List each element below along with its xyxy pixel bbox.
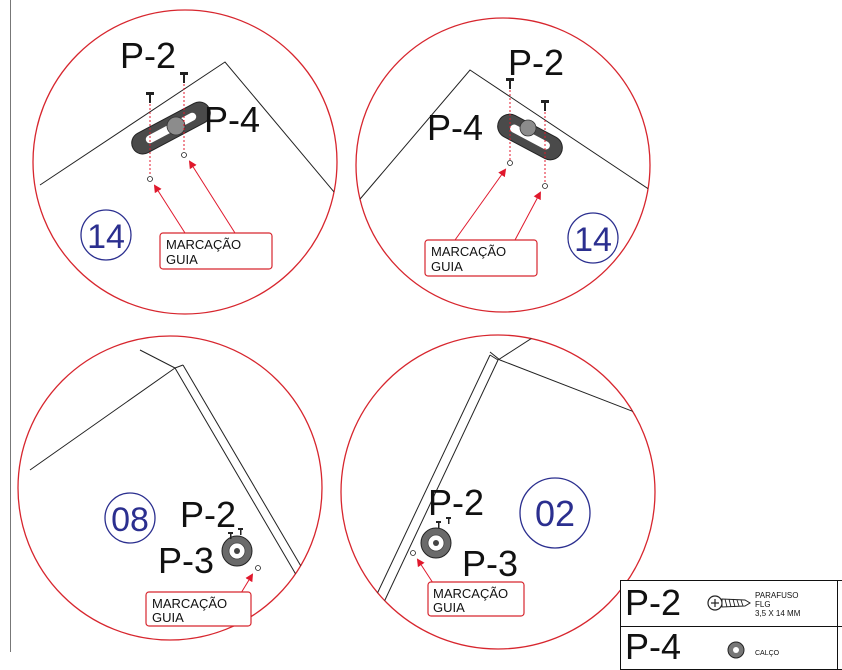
guide-arrow bbox=[153, 184, 186, 234]
screw-icon bbox=[506, 78, 514, 89]
legend-name-2: CALÇO bbox=[755, 650, 780, 657]
screw-icon bbox=[228, 528, 243, 539]
parts-legend: P-2 PARAFUSO FLG 3,5 X 14 MM ( P-4 CALÇO bbox=[620, 580, 842, 670]
detail-panel-4: P-2 P-3 02 MARCAÇÃO GUIA bbox=[340, 334, 656, 650]
shim-part bbox=[420, 527, 452, 559]
callout-box bbox=[159, 232, 273, 270]
part-label-top: P-2 bbox=[120, 35, 176, 76]
hole-mark bbox=[181, 152, 187, 158]
callout-line1: MARCAÇÃO bbox=[431, 244, 506, 259]
hole-mark bbox=[255, 565, 261, 571]
step-number-ring bbox=[104, 492, 156, 544]
shim-icon bbox=[727, 641, 745, 659]
hole-mark bbox=[410, 550, 416, 556]
callout-line1: MARCAÇÃO bbox=[433, 586, 508, 601]
callout-box bbox=[145, 591, 252, 627]
part-label-top: P-2 bbox=[508, 42, 564, 83]
guide-arrow bbox=[188, 160, 236, 234]
hole-mark bbox=[542, 183, 548, 189]
callout-line2: GUIA bbox=[431, 259, 463, 274]
screw-icon bbox=[436, 517, 451, 528]
detail-circle bbox=[32, 9, 338, 315]
part-label-side: P-3 bbox=[158, 540, 214, 581]
furniture-edges bbox=[39, 61, 337, 206]
step-number-ring bbox=[80, 209, 132, 261]
assembly-diagram: P-2 P-4 14 MARCAÇÃO GUIA P-2 bbox=[17, 9, 656, 650]
furniture-edges bbox=[29, 349, 313, 591]
guide-arrow bbox=[454, 168, 507, 241]
legend-type: FLG bbox=[755, 600, 771, 609]
guide-arrow bbox=[514, 191, 541, 241]
legend-code: P-2 bbox=[625, 582, 682, 623]
furniture-edges bbox=[356, 69, 650, 206]
detail-circle bbox=[355, 17, 651, 313]
legend-size: 3,5 X 14 MM bbox=[755, 609, 801, 618]
part-label-side: P-3 bbox=[462, 543, 518, 584]
part-label-top: P-2 bbox=[428, 482, 484, 523]
hole-mark bbox=[147, 176, 153, 182]
bracket-part bbox=[131, 101, 211, 155]
detail-panel-3: P-2 P-3 08 MARCAÇÃO GUIA bbox=[17, 335, 323, 641]
step-number-ring bbox=[519, 477, 591, 549]
legend-row-screw bbox=[621, 581, 842, 627]
screw-icon bbox=[146, 92, 154, 103]
shim-part bbox=[221, 535, 253, 567]
part-label-side: P-4 bbox=[204, 99, 260, 140]
screw-icon bbox=[541, 100, 549, 111]
callout-line1: MARCAÇÃO bbox=[166, 237, 241, 252]
screw-icon bbox=[180, 72, 188, 83]
callout-line2: GUIA bbox=[152, 610, 184, 625]
detail-panel-1: P-2 P-4 14 MARCAÇÃO GUIA bbox=[32, 9, 338, 315]
callout-box bbox=[424, 239, 538, 277]
step-number: 02 bbox=[535, 493, 575, 534]
part-label-side: P-4 bbox=[427, 107, 483, 148]
callout-line2: GUIA bbox=[166, 252, 198, 267]
step-number: 14 bbox=[87, 218, 125, 256]
step-number-ring bbox=[567, 212, 619, 264]
detail-panel-2: P-2 P-4 14 MARCAÇÃO GUIA bbox=[355, 17, 651, 313]
callout-box bbox=[427, 581, 525, 617]
screw-icon bbox=[707, 595, 751, 611]
guide-arrow bbox=[416, 558, 434, 584]
callout-line2: GUIA bbox=[433, 600, 465, 615]
detail-circle bbox=[17, 335, 323, 641]
part-label-top: P-2 bbox=[180, 494, 236, 535]
legend-code-2: P-4 bbox=[625, 626, 682, 667]
page-border-line bbox=[10, 0, 11, 652]
step-number: 08 bbox=[111, 501, 149, 539]
callout-line1: MARCAÇÃO bbox=[152, 596, 227, 611]
bracket-part bbox=[497, 113, 563, 161]
legend-divider bbox=[837, 581, 839, 669]
detail-circle bbox=[340, 334, 656, 650]
step-number: 14 bbox=[574, 221, 612, 259]
hole-mark bbox=[507, 160, 513, 166]
legend-name: PARAFUSO bbox=[755, 591, 799, 600]
furniture-edges bbox=[359, 335, 655, 637]
